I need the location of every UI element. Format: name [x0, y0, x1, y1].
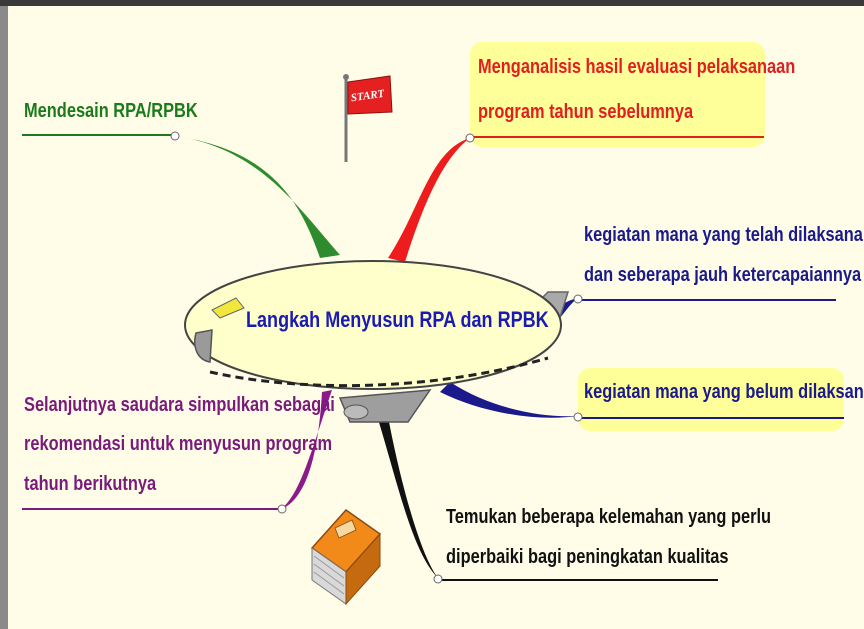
branch-label-done-1: kegiatan mana yang telah dilaksanakan: [584, 224, 864, 246]
highlight-box-not-done: [578, 368, 844, 431]
left-frame-border: [0, 6, 8, 629]
branch-label-conclude-3: tahun berikutnya: [24, 473, 157, 495]
branch-label-design: Mendesain RPA/RPBK: [24, 100, 198, 122]
branch-label-conclude-2: rekomendasi untuk menyusun program: [24, 433, 333, 455]
book-icon: [310, 509, 382, 606]
branch-label-analyze-2: program tahun sebelumnya: [478, 101, 694, 123]
branch-node-done: [573, 294, 583, 304]
branch-curve-design: [175, 136, 340, 258]
top-frame-border: [0, 0, 864, 6]
branch-node-design: [170, 131, 180, 141]
branch-curve-analyze: [388, 138, 470, 262]
plane-title: Langkah Menyusun RPA dan RPBK: [246, 307, 549, 332]
branch-label-conclude-1: Selanjutnya saudara simpulkan sebagai: [24, 394, 335, 416]
branch-node-analyze: [465, 133, 475, 143]
branch-curve-weakness: [372, 400, 438, 578]
branch-label-weakness-1: Temukan beberapa kelemahan yang perlu: [446, 506, 772, 528]
airplane-icon: [184, 260, 570, 423]
branch-label-analyze-1: Menganalisis hasil evaluasi pelaksanaan: [478, 56, 796, 78]
branch-node-weakness: [433, 574, 443, 584]
branch-label-done-2: dan seberapa jauh ketercapaiannya: [584, 264, 862, 286]
branch-curve-not-done: [440, 382, 578, 418]
branch-label-weakness-2: diperbaiki bagi peningkatan kualitas: [446, 546, 729, 568]
branch-curve-conclude: [280, 390, 332, 510]
branch-label-not-done: kegiatan mana yang belum dilaksanakan: [584, 381, 864, 403]
flag-label: START: [350, 88, 386, 105]
highlight-box-analyze: [470, 42, 765, 147]
branch-node-not-done: [573, 412, 583, 422]
branch-node-conclude: [277, 504, 287, 514]
start-flag-icon: START: [343, 74, 393, 162]
